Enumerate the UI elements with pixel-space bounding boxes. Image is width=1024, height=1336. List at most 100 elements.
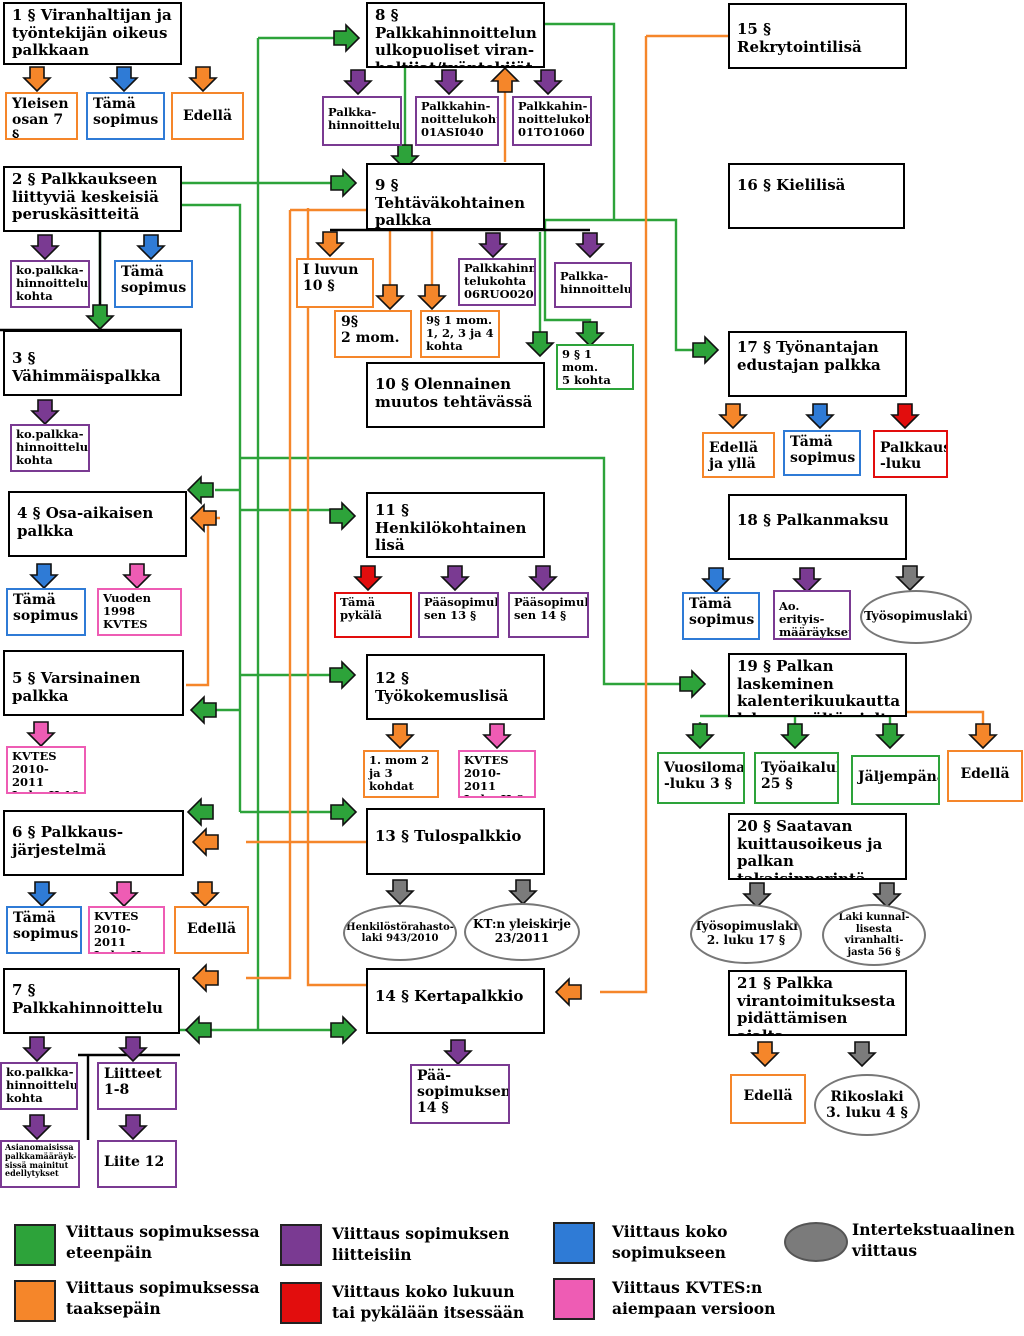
green-arrow-27 [329,501,357,531]
orange-arrow-23 [191,963,219,993]
section-18: 18 § Palkanmaksu [728,494,907,560]
ref-12-1-mom: 1. mom 2 ja 3 kohdat [363,750,439,798]
section-16-label: 16 § Kielilisä [737,176,846,194]
orange-arrow-36 [315,231,345,258]
orange-arrow-13 [190,881,220,908]
green-arrow-6 [85,304,115,331]
green-arrow-28 [329,660,357,690]
purple-arrow-15 [118,1036,148,1063]
ref-6-kvtes: KVTES 2010-2011 Luku II 15 § [88,906,165,954]
ref-11-paasopimus-13: Pääsopimuk- sen 13 § [418,592,499,638]
orange-arrow-19 [189,503,217,533]
ref-5-kvtes: KVTES 2010-2011 Luku II 10 § [6,746,86,794]
purple-arrow-17 [118,1114,148,1141]
section-21: 21 § Palkka virantoimituksesta pidättämi… [728,970,907,1036]
pink-arrow-12 [109,881,139,908]
purple-arrow-50 [443,1039,473,1066]
section-3: 3 § Vähimmäispalkka [3,330,182,396]
blue-arrow-54 [805,403,835,430]
ref-7-palkkahinnoittelukohta: ko.palkka- hinnoittelu- kohta [0,1062,78,1110]
blue-arrow-11 [27,881,57,908]
ref-18-tama-sopimus: Tämä sopimus [682,592,760,640]
ref-4-tama-sopimus: Tämä sopimus [6,588,86,636]
legend-blue-label: Viittaus koko sopimukseen [612,1222,728,1262]
legend-gray-label: Intertekstuaalinen viittaus [852,1220,1015,1260]
orange-arrow-1 [22,66,52,93]
legend-purple-label: Viittaus sopimuksen liitteisiin [332,1224,510,1264]
ref-19-vuosilomaluku: Vuosiloma -luku 3 § [657,752,745,804]
purple-arrow-14 [22,1036,52,1063]
section-11: 11 § Henkilökohtainen lisä [366,492,545,558]
orange-arrow-35 [490,66,520,93]
orange-arrow-37 [375,284,405,311]
green-arrow-21 [186,797,214,827]
ref-8-01to1060: Palkkahin- noittelukohta 01TO1060 [512,96,592,146]
orange-arrow-3 [188,66,218,93]
legend-gray-swatch [784,1222,848,1262]
gray-arrow-67 [847,1041,877,1068]
section-8-label: 8 § Palkkahinnoittelun ulkopuoliset vira… [375,6,537,66]
green-arrow-42 [575,321,605,348]
section-1-label: 1 § Viranhaltijan ja työntekijän oikeus … [12,6,172,60]
pink-arrow-10 [26,721,56,748]
legend-red-label: Viittaus koko lukuun tai pykälään itsess… [332,1282,525,1322]
section-11-label: 11 § Henkilökohtainen lisä [375,501,527,555]
ref-11-tama-pykala: Tämä pykälä [334,592,412,638]
gray-arrow-48 [385,879,415,906]
red-arrow-55 [890,403,920,430]
ref-13-henkilostorahastolaki: Henkilöstörahasto- laki 943/2010 [343,905,457,961]
ref-11-paasopimus-14: Pääsopimuk- sen 14 § [508,592,589,638]
legend-red-swatch [280,1282,322,1324]
green-arrow-26 [330,168,358,198]
orange-arrow-38 [417,284,447,311]
ref-7-liite-12: Liite 12 [97,1140,177,1188]
section-16: 16 § Kielilisä [728,163,905,229]
section-5: 5 § Varsinainen palkka [3,650,184,716]
section-12-label: 12 § Työkokemuslisä [375,669,509,705]
gray-arrow-64 [742,882,772,909]
ref-12-kvtes: KVTES 2010-2011 Luku II 6 § [458,750,536,798]
red-arrow-43 [353,565,383,592]
ref-20-laki-viranhaltijasta: Laki kunnal- lisesta viranhalti- jasta 5… [822,904,926,966]
section-12: 12 § Työkokemuslisä [366,654,545,720]
green-arrow-18 [186,475,214,505]
section-2: 2 § Palkkaukseen liittyviä keskeisiä per… [3,166,182,232]
green-arrow-29 [330,797,358,827]
section-7: 7 § Palkkahinnoittelu [3,968,180,1034]
orange-arrow-63 [968,723,998,750]
gray-arrow-65 [872,882,902,909]
purple-arrow-40 [575,232,605,259]
section-2-label: 2 § Palkkaukseen liittyviä keskeisiä per… [12,170,159,224]
section-10-label: 10 § Olennainen muutos tehtävässä [375,375,533,411]
section-5-label: 5 § Varsinainen palkka [12,669,141,705]
purple-arrow-33 [533,69,563,96]
ref-3-palkkahinnoittelukohta: ko.palkka- hinnoittelu- kohta [10,424,90,472]
ref-20-tyosopimuslaki: Työsopimuslaki 2. luku 17 § [690,904,802,964]
ref-19-edella: Edellä [947,750,1023,802]
section-6-label: 6 § Palkkaus- järjestelmä [12,823,124,859]
blue-arrow-56 [701,567,731,594]
backward-reference-lines [186,34,985,994]
orange-arrow-53 [718,403,748,430]
ref-8-palkkahinnoittelu: Palkka- hinnoittelu [322,96,402,146]
section-18-label: 18 § Palkanmaksu [737,511,889,529]
blue-arrow-5 [136,234,166,261]
purple-arrow-45 [528,565,558,592]
purple-arrow-57 [792,567,822,594]
legend-purple-swatch [280,1224,322,1266]
section-14-label: 14 § Kertapalkkio [375,987,524,1005]
section-4: 4 § Osa-aikaisen palkka [8,491,187,557]
section-14: 14 § Kertapalkkio [366,968,545,1034]
section-17: 17 § Työnantajan edustajan palkka [728,331,907,397]
section-10: 10 § Olennainen muutos tehtävässä [366,362,545,428]
green-arrow-25 [333,23,361,53]
green-arrow-61 [780,723,810,750]
green-arrow-30 [330,1015,358,1045]
ref-7-asianomaisissa: Asianomaisissa palkkamääräyk- sissä main… [0,1140,80,1188]
green-arrow-59 [679,669,707,699]
section-20: 20 § Saatavan kuittausoikeus ja palkan t… [728,813,907,880]
blue-arrow-8 [29,563,59,590]
green-arrow-24 [184,1015,212,1045]
